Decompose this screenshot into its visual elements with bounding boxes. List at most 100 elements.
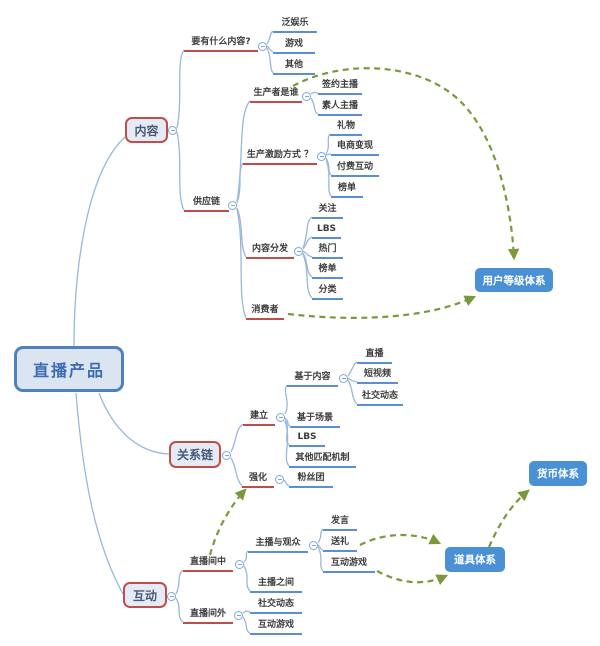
connector	[302, 236, 313, 250]
topic-fan-club[interactable]: 粉丝团	[289, 473, 333, 488]
collapse-toggle-incentives[interactable]	[317, 152, 326, 161]
topic-establish[interactable]: 建立	[243, 411, 275, 426]
connector	[266, 45, 274, 53]
topic-live-product[interactable]: 直播产品	[14, 346, 124, 392]
collapse-toggle-in-live-room[interactable]	[235, 560, 244, 569]
topic-interaction[interactable]: 互动	[123, 582, 167, 608]
topic-in-live-room[interactable]: 直播间中	[183, 557, 233, 572]
topic-currency-system[interactable]: 货币体系	[529, 461, 587, 486]
collapse-toggle-supply-chain[interactable]	[228, 201, 237, 210]
connector	[243, 565, 251, 592]
connector-root-relation	[98, 392, 170, 455]
connector	[236, 208, 247, 319]
connector-root-content	[73, 136, 126, 347]
topic-consumers[interactable]: 消费者	[246, 305, 284, 320]
relationship-consumers-to-user-level	[287, 295, 477, 319]
connector	[302, 250, 313, 258]
topic-supply-chain[interactable]: 供应链	[184, 197, 229, 212]
topic-between-hosts[interactable]: 主播之间	[250, 578, 302, 593]
topic-prop-system[interactable]: 道具体系	[445, 547, 505, 572]
connector	[325, 157, 332, 176]
connector	[243, 550, 249, 563]
topic-send-gift[interactable]: 送礼	[323, 537, 357, 552]
topic-social-feed[interactable]: 社交动态	[357, 391, 403, 406]
topic-short-video[interactable]: 短视频	[357, 369, 398, 384]
connector	[230, 457, 243, 487]
tree-connectors	[73, 30, 358, 634]
topic-speak[interactable]: 发言	[323, 516, 357, 531]
topic-social-feed-2[interactable]: 社交动态	[250, 599, 302, 614]
collapse-toggle-outside-live-room[interactable]	[234, 611, 243, 620]
topic-games[interactable]: 游戏	[273, 39, 315, 54]
connector	[242, 616, 251, 634]
connector	[347, 361, 358, 377]
topic-host-and-audience[interactable]: 主播与观众	[248, 538, 308, 553]
topic-strengthen[interactable]: 强化	[242, 473, 274, 488]
topic-gifts[interactable]: 礼物	[330, 121, 362, 136]
topic-live[interactable]: 直播	[357, 349, 392, 364]
relationship-sendgift-to-prop	[359, 533, 442, 546]
topic-interactive-game-2[interactable]: 互动游戏	[250, 620, 302, 635]
collapse-toggle-distribution[interactable]	[294, 247, 303, 256]
topic-amateur-hosts[interactable]: 素人主播	[318, 101, 362, 116]
topic-relation-chain[interactable]: 关系链	[169, 441, 221, 468]
topic-others[interactable]: 其他	[273, 60, 315, 75]
topic-production-incentives[interactable]: 生产激励方式 ？	[243, 150, 317, 165]
collapse-toggle-establish[interactable]	[276, 413, 285, 422]
connector	[302, 253, 313, 299]
connector	[347, 377, 358, 383]
collapse-toggle-content[interactable]	[168, 126, 177, 135]
topic-outside-live-room[interactable]: 直播间外	[183, 609, 233, 624]
collapse-toggle-based-on-content[interactable]	[339, 374, 348, 383]
connector	[236, 207, 247, 258]
topic-signed-hosts[interactable]: 签约主播	[318, 80, 362, 95]
topic-interactive-game[interactable]: 互动游戏	[323, 558, 375, 573]
connector	[284, 417, 291, 427]
connector	[302, 216, 313, 249]
topic-what-content[interactable]: 要有什么内容?	[184, 37, 258, 52]
connector	[325, 153, 332, 156]
connector	[242, 610, 251, 614]
topic-user-level-system[interactable]: 用户等级体系	[475, 268, 553, 292]
collapse-toggle-host-audience[interactable]	[309, 541, 318, 550]
connector	[310, 97, 319, 115]
collapse-toggle-strengthen[interactable]	[275, 475, 284, 484]
collapse-toggle-relation-chain[interactable]	[222, 451, 231, 460]
relationship-game-to-prop	[376, 570, 449, 585]
topic-lbs[interactable]: LBS	[312, 224, 341, 239]
topic-other-matching[interactable]: 其他匹配机制	[289, 453, 356, 468]
connector	[266, 47, 274, 74]
collapse-toggle-interaction[interactable]	[167, 592, 176, 601]
connector	[302, 252, 313, 278]
topic-based-on-scene[interactable]: 基于场景	[290, 413, 340, 428]
topic-ecommerce-monetization[interactable]: 电商变现	[331, 141, 379, 156]
topic-category[interactable]: 分类	[312, 285, 343, 300]
relationship-producers-to-user-level	[292, 67, 520, 261]
connector	[317, 546, 324, 572]
connector	[310, 91, 319, 95]
connector	[347, 379, 358, 405]
collapse-toggle-what-content[interactable]	[258, 42, 267, 51]
topic-lbs-2[interactable]: LBS	[289, 432, 325, 447]
connector	[236, 162, 244, 204]
topic-based-on-content[interactable]: 基于内容	[287, 372, 338, 387]
topic-hot[interactable]: 热门	[312, 244, 343, 259]
connector	[230, 423, 244, 453]
relationship-liveroom-to-strengthen	[208, 488, 247, 556]
connector	[284, 420, 290, 467]
connector	[317, 544, 324, 551]
topic-ranking[interactable]: 榜单	[331, 183, 363, 198]
topic-ranking-2[interactable]: 榜单	[312, 264, 343, 279]
topic-content[interactable]: 内容	[125, 117, 168, 143]
topic-content-distribution[interactable]: 内容分发	[246, 244, 294, 259]
topic-follow[interactable]: 关注	[312, 204, 343, 219]
collapse-toggle-producers[interactable]	[302, 92, 311, 101]
topic-pan-entertainment[interactable]: 泛娱乐	[273, 18, 317, 33]
connector	[284, 384, 288, 415]
connector	[266, 30, 274, 45]
topic-paid-interaction[interactable]: 付费互动	[331, 162, 379, 177]
connector	[175, 569, 184, 595]
topic-who-are-producers[interactable]: 生产者是谁	[250, 88, 302, 103]
